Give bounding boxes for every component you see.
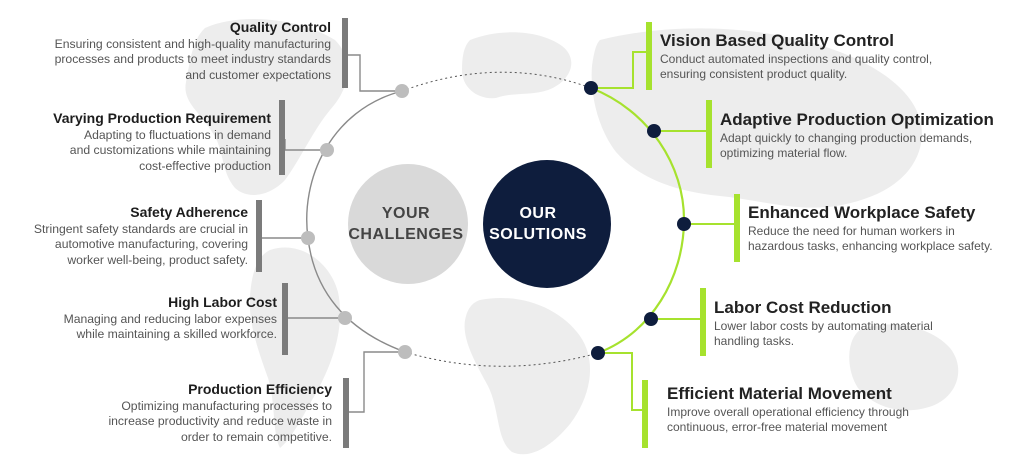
- challenge-description-line: Stringent safety standards are crucial i…: [33, 222, 248, 236]
- challenges-hub-label: YOUR CHALLENGES: [346, 203, 466, 245]
- map-africa: [464, 297, 591, 455]
- map-asia: [591, 28, 922, 208]
- solution-node-3: [677, 217, 691, 231]
- challenge-description-line: Optimizing manufacturing processes to: [121, 399, 332, 413]
- map-europe: [462, 32, 572, 99]
- challenge-node-4: [338, 311, 352, 325]
- solution-title: Vision Based Quality Control: [660, 31, 894, 50]
- solution-title: Labor Cost Reduction: [714, 298, 892, 317]
- challenge-description: Adapting to fluctuations in demand and c…: [53, 128, 271, 174]
- challenge-node-3: [301, 231, 315, 245]
- challenge-title: High Labor Cost: [168, 294, 277, 310]
- challenge-description-line: cost-effective production: [139, 158, 271, 173]
- solution-adaptive-production: Adaptive Production Optimization Adapt q…: [720, 110, 994, 161]
- challenge-high-labor-cost: High Labor Cost Managing and reducing la…: [64, 294, 277, 343]
- solution-vision-quality-control: Vision Based Quality Control Conduct aut…: [660, 31, 932, 82]
- solution-node-5: [591, 346, 605, 360]
- challenge-node-1: [395, 84, 409, 98]
- solution-title: Enhanced Workplace Safety: [748, 203, 976, 222]
- challenge-title: Production Efficiency: [188, 381, 332, 397]
- solution-description-line: Improve overall operational efficiency t…: [667, 405, 909, 419]
- solution-bar-4: [700, 288, 706, 356]
- solution-bar-3: [734, 194, 740, 262]
- challenge-title: Safety Adherence: [130, 204, 248, 220]
- solution-description-line: Lower labor costs by automating material: [714, 319, 933, 333]
- challenge-description-line: while maintaining a skilled workforce.: [76, 327, 277, 342]
- solution-description-line: ensuring consistent product quality.: [660, 67, 848, 81]
- solution-description: Lower labor costs by automating material…: [714, 319, 933, 349]
- challenge-bar-3: [256, 200, 262, 272]
- solution-description-line: hazardous tasks, enhancing workplace saf…: [748, 239, 993, 253]
- challenge-description-line: Adapting to fluctuations in demand: [83, 128, 271, 142]
- solution-node-1: [584, 81, 598, 95]
- challenge-description-line: order to remain competitive.: [180, 429, 332, 444]
- solution-description: Improve overall operational efficiency t…: [667, 405, 909, 435]
- solution-description-line: continuous, error-free material movement: [667, 420, 888, 434]
- solution-material-movement: Efficient Material Movement Improve over…: [667, 384, 909, 435]
- challenge-safety-adherence: Safety Adherence Stringent safety standa…: [34, 204, 248, 268]
- challenge-bar-2: [279, 100, 285, 175]
- challenge-description: Managing and reducing labor expenses whi…: [64, 312, 277, 343]
- solutions-hub-label: OUR SOLUTIONS: [478, 203, 598, 245]
- challenge-production-efficiency: Production Efficiency Optimizing manufac…: [108, 381, 332, 445]
- solution-description: Adapt quickly to changing production dem…: [720, 131, 994, 161]
- solution-labor-cost-reduction: Labor Cost Reduction Lower labor costs b…: [714, 298, 933, 349]
- challenge-node-5: [398, 345, 412, 359]
- solution-node-4: [644, 312, 658, 326]
- solution-description-line: Reduce the need for human workers in: [748, 224, 955, 238]
- challenge-description: Ensuring consistent and high-quality man…: [55, 37, 331, 83]
- challenge-connector-1: [348, 54, 402, 92]
- challenges-hub-line-1: YOUR: [381, 205, 431, 222]
- challenge-description-line: Ensuring consistent and high-quality man…: [54, 37, 331, 51]
- solution-description: Conduct automated inspections and qualit…: [660, 52, 932, 82]
- challenge-title: Quality Control: [229, 19, 331, 35]
- challenge-description: Stringent safety standards are crucial i…: [34, 222, 248, 268]
- solution-title: Adaptive Production Optimization: [720, 110, 994, 129]
- challenge-varying-production: Varying Production Requirement Adapting …: [53, 110, 271, 174]
- challenge-bar-4: [282, 283, 288, 355]
- solution-description: Reduce the need for human workers in haz…: [748, 224, 993, 254]
- map-north-america: [185, 18, 348, 195]
- challenge-title: Varying Production Requirement: [53, 110, 271, 126]
- challenge-description-line: processes and products to meet industry …: [54, 52, 331, 67]
- solution-connector-5: [598, 352, 642, 411]
- solution-connector-1: [591, 51, 646, 89]
- solutions-hub-line-2: SOLUTIONS: [489, 226, 587, 243]
- solutions-hub-line-1: OUR: [519, 205, 557, 222]
- map-south-america: [249, 247, 341, 448]
- solution-title: Efficient Material Movement: [667, 384, 892, 403]
- solution-node-2: [647, 124, 661, 138]
- bottom-dotted-connector: [404, 351, 599, 367]
- challenge-description-line: and customer expectations: [185, 67, 331, 82]
- solution-description-line: optimizing material flow.: [720, 146, 848, 160]
- solution-bar-1: [646, 22, 652, 90]
- top-dotted-connector: [401, 71, 592, 92]
- challenge-description-line: increase productivity and reduce waste i…: [108, 414, 332, 429]
- world-map-background: [185, 18, 959, 455]
- solution-description-line: handling tasks.: [714, 334, 795, 348]
- challenge-bar-1: [342, 18, 348, 88]
- map-australia: [849, 324, 959, 411]
- challenge-connector-5: [349, 351, 405, 413]
- challenge-description-line: automotive manufacturing, covering: [54, 237, 248, 252]
- solution-description-line: Adapt quickly to changing production dem…: [720, 131, 973, 145]
- solution-bar-2: [706, 100, 712, 168]
- solution-bar-5: [642, 380, 648, 448]
- challenge-description: Optimizing manufacturing processes to in…: [108, 399, 332, 445]
- solutions-hub-circle: [483, 160, 611, 288]
- challenge-quality-control: Quality Control Ensuring consistent and …: [55, 19, 331, 83]
- challenge-description-line: Managing and reducing labor expenses: [63, 312, 277, 326]
- challenge-description-line: worker well-being, product safety.: [67, 252, 248, 267]
- solution-workplace-safety: Enhanced Workplace Safety Reduce the nee…: [748, 203, 993, 254]
- challenges-hub-circle: [348, 164, 468, 284]
- solution-description-line: Conduct automated inspections and qualit…: [660, 52, 933, 66]
- challenge-description-line: and customizations while maintaining: [69, 143, 271, 158]
- challenges-hub-line-2: CHALLENGES: [348, 226, 464, 243]
- challenge-node-2: [320, 143, 334, 157]
- challenge-bar-5: [343, 378, 349, 448]
